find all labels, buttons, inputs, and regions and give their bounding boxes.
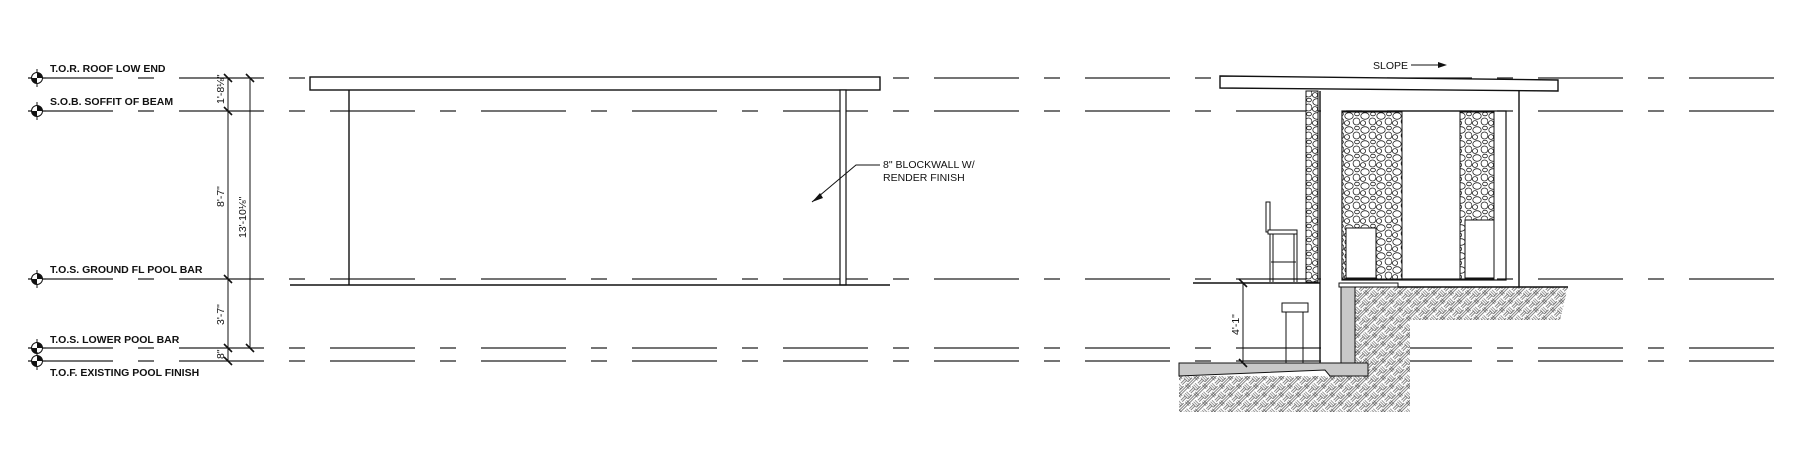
dim-roof-to-soffit: 1'-8⅛" (215, 74, 227, 104)
level-label: T.O.F. EXISTING POOL FINISH (50, 367, 199, 379)
earth-hatch (1179, 287, 1568, 412)
dim-section-step: 4'-1" (1230, 314, 1242, 335)
level-marker-icon (28, 102, 46, 120)
blockwall-note: 8" BLOCKWALL W/ (883, 159, 975, 171)
level-marker-icon (28, 270, 46, 288)
front-elevation (290, 76, 890, 286)
level-label: T.O.R. ROOF LOW END (50, 63, 166, 75)
fridge (1464, 219, 1495, 279)
concrete-slab (1178, 362, 1369, 377)
level-markers (28, 69, 46, 370)
roof-section (1219, 75, 1559, 92)
sink-cabinet (1345, 227, 1377, 279)
level-lines (28, 77, 1785, 362)
dim-lower-to-pool: 8" (215, 349, 227, 359)
level-marker-icon (28, 352, 46, 370)
dim-soffit-to-ground: 8'-7" (215, 186, 227, 207)
roof-beam (309, 76, 881, 91)
level-label: T.O.S. LOWER POOL BAR (50, 334, 180, 346)
dim-overall: 13'-10⅛" (237, 196, 249, 238)
retaining-wall (1340, 286, 1356, 364)
section-view: SLOPE (1178, 60, 1568, 412)
dimension-lines (223, 73, 255, 366)
level-label: S.O.B. SOFFIT OF BEAM (50, 96, 173, 108)
level-marker-icon (28, 69, 46, 87)
stone-column (1305, 90, 1319, 283)
level-label: T.O.S. GROUND FL POOL BAR (50, 264, 203, 276)
arrow-icon (812, 193, 823, 202)
blockwall (839, 89, 847, 286)
slope-label: SLOPE (1373, 60, 1408, 72)
leader-line (811, 164, 880, 203)
bar-ledge (1338, 282, 1399, 288)
bar-stool (1265, 201, 1298, 282)
lower-stool (1281, 302, 1309, 363)
slope-arrow-icon (1438, 62, 1447, 68)
dim-ground-to-lower: 3'-7" (215, 304, 227, 325)
blockwall-note: RENDER FINISH (883, 172, 965, 184)
